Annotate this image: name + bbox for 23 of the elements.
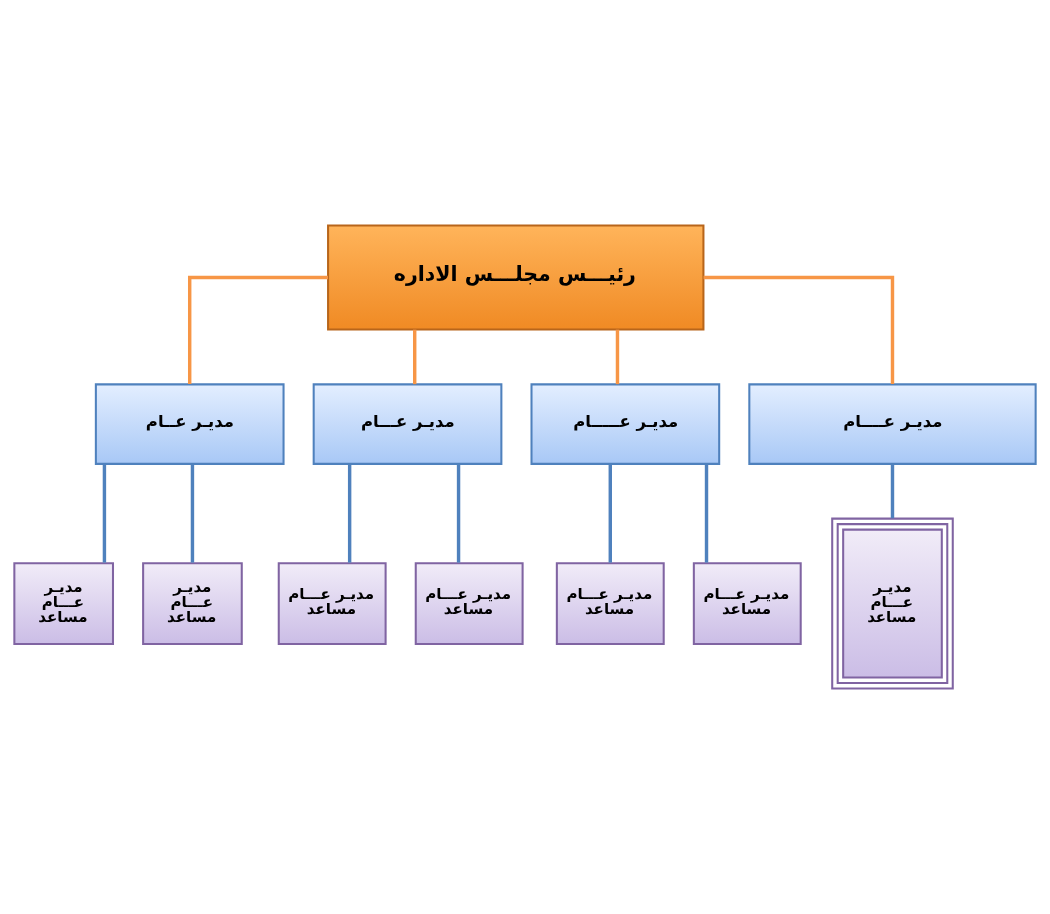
connector [413, 329, 417, 385]
node-box: مديـر عـــام مساعد [142, 562, 243, 646]
node-box: مديـر عــــام [748, 383, 1037, 465]
connector [703, 275, 895, 385]
node-box: مديـر عـــام مساعد [831, 517, 954, 690]
node-box: مديـر عـــام مساعد [692, 562, 802, 646]
connector [347, 463, 352, 563]
connector [608, 463, 612, 563]
connector [190, 463, 195, 563]
connector [102, 463, 107, 563]
node-box: مديـر عــام [94, 383, 285, 465]
node-box: رئيـــس مجلـــس الاداره [327, 224, 705, 331]
node-box: مديـر عـــام مساعد [277, 562, 387, 646]
connector [188, 275, 328, 385]
node-box: مديـر عـــــام [530, 383, 721, 465]
node-box: مديـر عـــام [312, 383, 503, 465]
connector [704, 463, 709, 563]
connector [615, 329, 620, 385]
node-box: مديـر عـــام مساعد [414, 562, 524, 646]
node-box: مديـر عـــام مساعد [13, 562, 114, 646]
connector [890, 463, 895, 519]
connector [456, 463, 461, 563]
node-box: مديـر عـــام مساعد [555, 562, 665, 646]
